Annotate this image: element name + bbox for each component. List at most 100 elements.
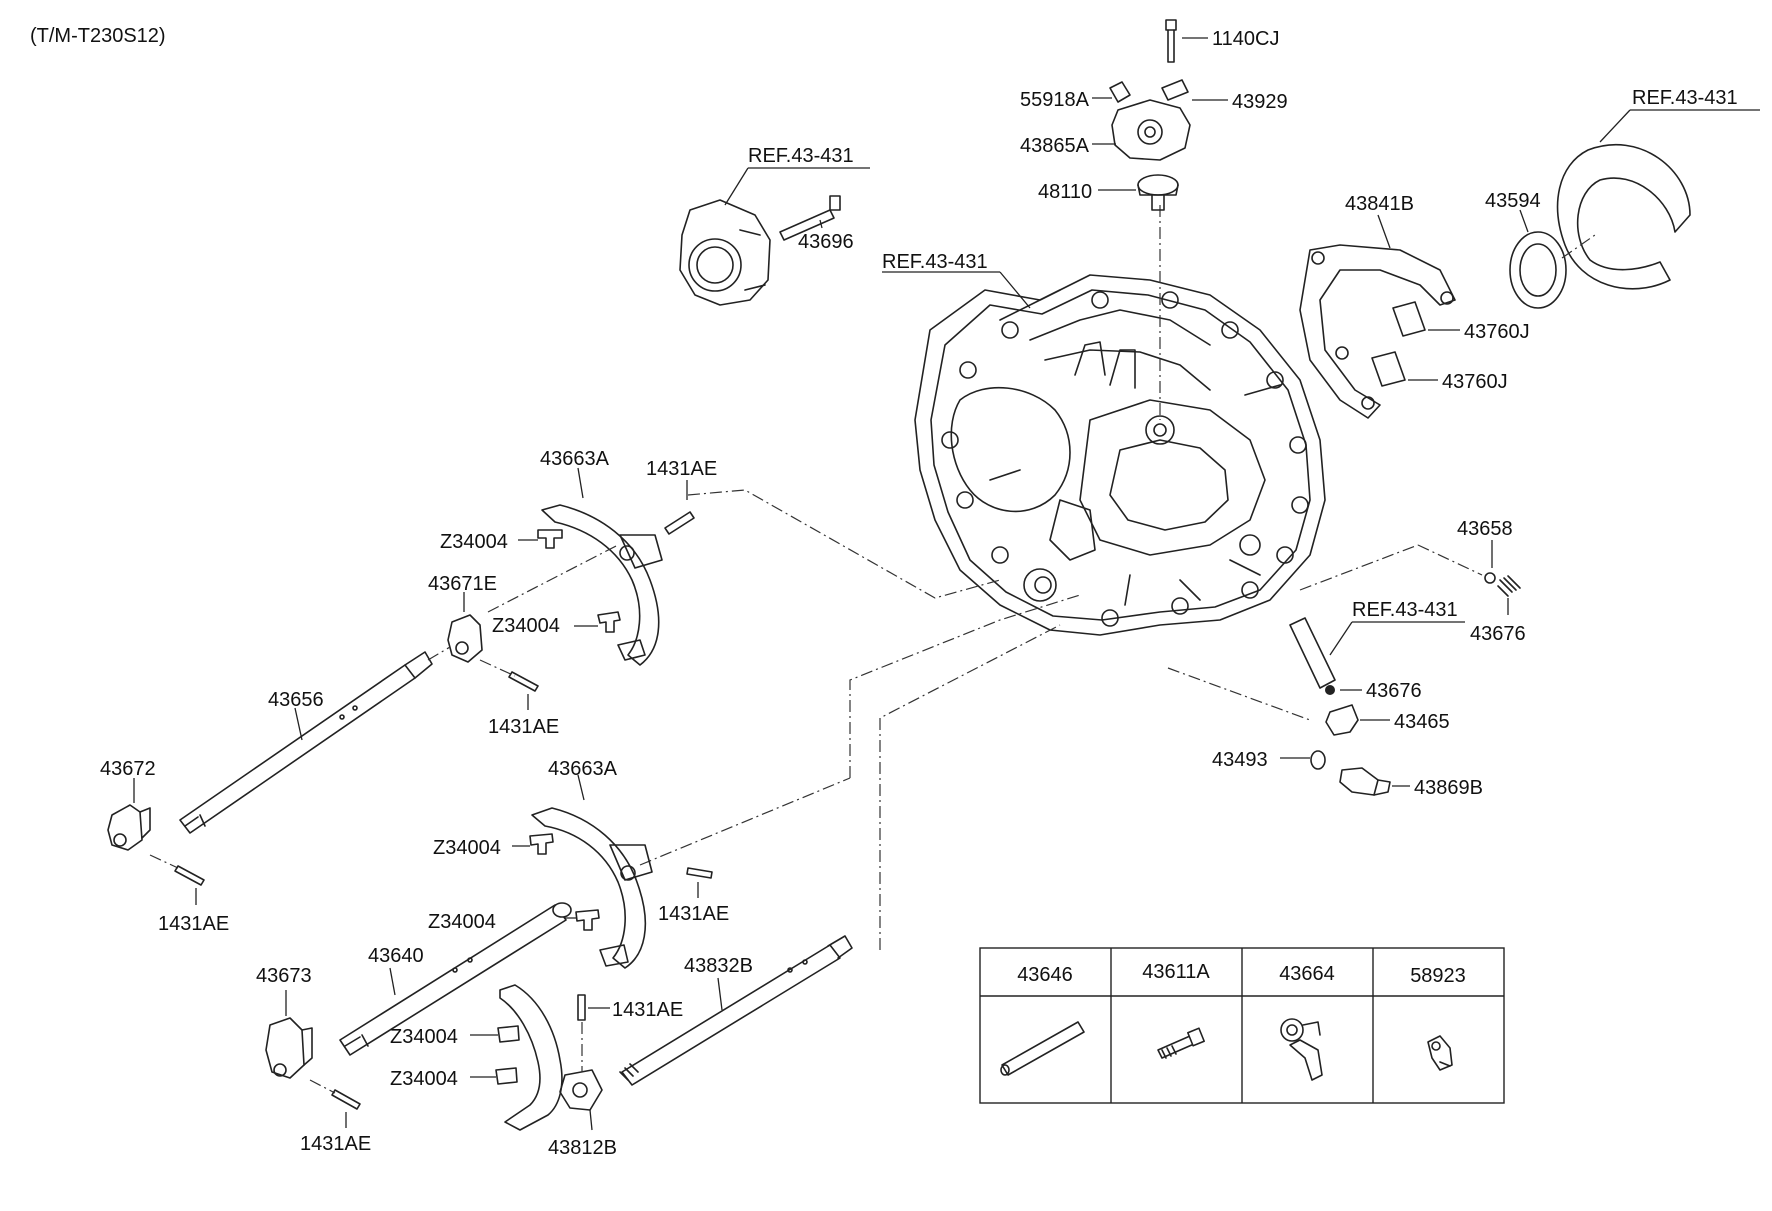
rod-43640 [339, 902, 572, 1056]
dash-right-2 [1417, 544, 1483, 576]
dash-mid [849, 594, 1081, 778]
pad-Z34004-b [574, 611, 621, 633]
table-part-43611A [1157, 1027, 1205, 1059]
pin-1431AE-e [331, 1089, 361, 1128]
pin-1431AE-b [508, 671, 539, 710]
dash-mid-fork [639, 777, 851, 866]
pin-1431AE-d [686, 867, 713, 898]
label-43676-a: 43676 [1470, 623, 1526, 645]
plug-43465 [1325, 704, 1390, 736]
label-43465: 43465 [1394, 711, 1450, 733]
label-43671E: 43671E [428, 573, 497, 595]
switch-43869B [1339, 767, 1410, 796]
label-43663A-b: 43663A [548, 758, 618, 780]
cap-48110 [1098, 174, 1179, 211]
label-1431AE-d: 1431AE [658, 903, 729, 925]
transmission-case [914, 274, 1326, 636]
lead-ref-case-2 [999, 271, 1031, 309]
table-part-43646 [1000, 1021, 1085, 1076]
bolt-1140CJ [1165, 19, 1208, 63]
label-43676-b: 43676 [1366, 680, 1422, 702]
dust-cover [1556, 109, 1760, 290]
dash-lug-pin [479, 659, 516, 677]
pad-Z34004-f [470, 1067, 518, 1085]
label-1431AE-a: 1431AE [646, 458, 717, 480]
label-43869B: 43869B [1414, 777, 1483, 799]
shift-fork-43812B [499, 984, 603, 1131]
label-43672: 43672 [100, 758, 156, 780]
table-part-43664 [1280, 1018, 1323, 1081]
table-header-1: 43646 [1017, 964, 1073, 986]
label-1431AE-c: 1431AE [158, 913, 229, 935]
dash-lug-fork [487, 544, 619, 613]
label-ref-lower: REF.43-431 [1352, 599, 1458, 621]
table-header-4: 58923 [1410, 965, 1466, 987]
spring-43676-a [1497, 575, 1521, 615]
label-ref-top-left: REF.43-431 [748, 145, 854, 167]
pad-Z34004-e [470, 1025, 520, 1043]
release-housing [679, 167, 870, 306]
label-ref-right: REF.43-431 [1632, 87, 1738, 109]
lug-43671E [447, 592, 483, 663]
label-43832B: 43832B [684, 955, 753, 977]
housing-43865A [1092, 99, 1191, 161]
bracket-43929 [1161, 79, 1228, 101]
label-1140CJ: 1140CJ [1212, 28, 1279, 50]
lug-43673 [265, 990, 313, 1079]
dash-lug-43673 [309, 1079, 336, 1094]
rod-43656 [179, 651, 433, 834]
seal-43594 [1509, 209, 1567, 309]
label-43760J-b: 43760J [1442, 371, 1508, 393]
dash-rod-lug [427, 646, 451, 661]
washer-43493 [1280, 750, 1326, 770]
label-43658: 43658 [1457, 518, 1513, 540]
label-Z34004-a: Z34004 [440, 531, 508, 553]
label-43493: 43493 [1212, 749, 1268, 771]
label-43929: 43929 [1232, 91, 1288, 113]
pin-1431AE-f [577, 994, 610, 1021]
label-Z34004-c: Z34004 [433, 837, 501, 859]
label-1431AE-b: 1431AE [488, 716, 559, 738]
pad-Z34004-a [518, 529, 563, 549]
table-header-2: 43611A [1142, 961, 1210, 983]
label-43673: 43673 [256, 965, 312, 987]
label-1431AE-e: 1431AE [300, 1133, 371, 1155]
label-43656: 43656 [268, 689, 324, 711]
label-43760J-a: 43760J [1464, 321, 1530, 343]
model-code: (T/M-T230S12) [30, 25, 166, 47]
sleeve [1289, 617, 1465, 689]
pin-1431AE-a [664, 480, 695, 535]
pad-Z34004-c [512, 833, 554, 855]
label-1431AE-f: 1431AE [612, 999, 683, 1021]
dash-lower-right [1167, 667, 1311, 721]
pin-1431AE-c [174, 865, 205, 905]
label-55918A: 55918A [1020, 89, 1090, 111]
pad-43760J-b [1371, 351, 1438, 387]
label-43594: 43594 [1485, 190, 1541, 212]
pad-43760J-a [1392, 301, 1460, 337]
table-header-3: 43664 [1279, 963, 1335, 985]
table-part-58923 [1427, 1035, 1453, 1071]
label-43841B: 43841B [1345, 193, 1414, 215]
dash-lower [879, 624, 1061, 950]
plug-55918A [1092, 81, 1131, 103]
ball-43658 [1484, 540, 1496, 584]
fork-43841B [1299, 214, 1456, 419]
lug-43672 [107, 778, 151, 851]
label-43865A: 43865A [1020, 135, 1090, 157]
label-Z34004-f: Z34004 [390, 1068, 458, 1090]
label-Z34004-b: Z34004 [492, 615, 560, 637]
rod-43832B [619, 935, 853, 1086]
label-Z34004-d: Z34004 [428, 911, 496, 933]
label-48110: 48110 [1038, 181, 1092, 203]
shift-fork-43663A-b [531, 774, 653, 969]
label-43640: 43640 [368, 945, 424, 967]
dash-right-1 [1299, 544, 1419, 591]
label-Z34004-e: Z34004 [390, 1026, 458, 1048]
label-43812B: 43812B [548, 1137, 617, 1159]
label-43696: 43696 [798, 231, 854, 253]
parts-table: 43646 43611A 43664 58923 [979, 947, 1505, 1104]
label-43663A-a: 43663A [540, 448, 610, 470]
shift-fork-43663A-a [541, 467, 663, 666]
